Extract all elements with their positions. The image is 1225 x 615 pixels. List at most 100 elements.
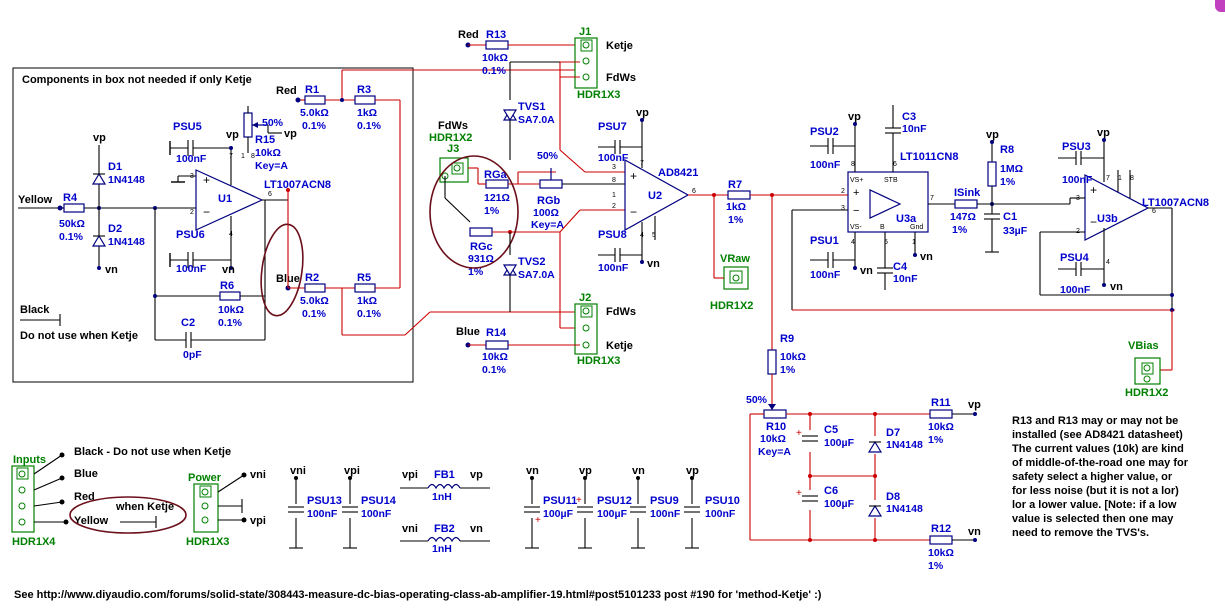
svg-text:safety select a higher value,: safety select a higher value, or xyxy=(1012,471,1173,483)
svg-text:0.1%: 0.1% xyxy=(357,120,382,132)
svg-text:J2: J2 xyxy=(579,292,591,304)
j3-ref: J3 xyxy=(447,143,459,155)
svg-text:VS-: VS- xyxy=(850,224,862,231)
svg-text:1N4148: 1N4148 xyxy=(886,439,923,451)
svg-text:10kΩ: 10kΩ xyxy=(482,52,508,64)
svg-text:TVS1: TVS1 xyxy=(518,101,546,113)
svg-text:1nH: 1nH xyxy=(432,543,452,555)
svg-text:+: + xyxy=(796,428,802,439)
svg-text:vpi: vpi xyxy=(402,469,418,481)
capacitor-psu3: PSU3 100nF xyxy=(1058,141,1104,186)
capacitor-c5: + C5 100µF xyxy=(796,424,855,452)
svg-text:vni: vni xyxy=(250,469,266,481)
resistor-isink: ISink 147Ω 1% xyxy=(950,187,981,236)
j3-part: HDR1X2 xyxy=(429,132,472,144)
svg-text:of middle-of-the-road one may: of middle-of-the-road one may for xyxy=(1012,457,1189,469)
svg-text:+: + xyxy=(535,515,541,526)
svg-text:100nF: 100nF xyxy=(598,152,629,164)
svg-text:RGc: RGc xyxy=(470,241,493,253)
capacitor-psu10: PSU10 100nF xyxy=(684,495,740,520)
svg-text:HDR1X2: HDR1X2 xyxy=(1125,387,1168,399)
svg-text:10kΩ: 10kΩ xyxy=(218,304,244,316)
svg-text:vp: vp xyxy=(986,129,999,141)
svg-text:1: 1 xyxy=(1118,175,1122,182)
svg-text:10kΩ: 10kΩ xyxy=(780,351,806,363)
box-title: Components in box not needed if only Ket… xyxy=(22,74,252,86)
rail-vp-r15: vp xyxy=(284,128,297,140)
svg-text:931Ω: 931Ω xyxy=(468,253,494,265)
svg-text:+: + xyxy=(630,169,637,183)
svg-text:5.0kΩ: 5.0kΩ xyxy=(300,107,329,119)
svg-text:3: 3 xyxy=(841,205,845,212)
tvs-diode-tvs1: TVS1 SA7.0A xyxy=(502,61,560,160)
svg-text:3: 3 xyxy=(612,164,616,171)
svg-text:R4: R4 xyxy=(63,192,78,204)
svg-text:PSU2: PSU2 xyxy=(810,126,839,138)
svg-text:2: 2 xyxy=(612,203,616,210)
svg-text:R11: R11 xyxy=(931,397,951,409)
svg-text:LT1007ACN8: LT1007ACN8 xyxy=(1142,197,1209,209)
svg-text:5: 5 xyxy=(652,232,656,239)
capacitor-psu6: PSU6 100nF xyxy=(169,229,231,275)
svg-text:10kΩ: 10kΩ xyxy=(255,147,281,159)
svg-text:−: − xyxy=(1090,215,1097,229)
svg-text:vp: vp xyxy=(470,469,483,481)
svg-text:Power: Power xyxy=(188,472,222,484)
inputs-red-label: Red xyxy=(74,491,95,503)
capacitor-psu7: PSU7 100nF xyxy=(598,121,642,164)
svg-text:RGb: RGb xyxy=(537,195,561,207)
svg-text:vn: vn xyxy=(470,523,483,535)
svg-text:The current values (10k) are k: The current values (10k) are kind xyxy=(1012,443,1184,455)
svg-text:TVS2: TVS2 xyxy=(518,256,546,268)
svg-text:FdWs: FdWs xyxy=(606,306,636,318)
svg-text:PSU7: PSU7 xyxy=(598,121,627,133)
svg-text:vn: vn xyxy=(632,465,645,477)
svg-text:vp: vp xyxy=(1097,127,1110,139)
svg-text:VRaw: VRaw xyxy=(720,253,750,265)
svg-text:lor a lower value. [Note: if a: lor a lower value. [Note: if a low xyxy=(1012,499,1177,511)
svg-text:100nF: 100nF xyxy=(650,508,681,520)
diode-d7: D7 1N4148 xyxy=(867,427,923,454)
svg-text:R6: R6 xyxy=(220,280,234,292)
svg-text:4: 4 xyxy=(851,239,855,246)
svg-text:PSU1: PSU1 xyxy=(810,235,839,247)
svg-text:STB: STB xyxy=(884,177,898,184)
svg-text:U3b: U3b xyxy=(1097,213,1118,225)
svg-text:+: + xyxy=(203,173,210,187)
svg-text:+: + xyxy=(796,488,802,499)
svg-text:vn: vn xyxy=(526,465,539,477)
svg-text:1%: 1% xyxy=(1000,176,1016,188)
resistor-r1: R1 5.0kΩ 0.1% xyxy=(298,84,329,132)
capacitor-psu14: PSU14 100nF xyxy=(342,495,397,520)
svg-text:50kΩ: 50kΩ xyxy=(59,218,85,230)
svg-text:1N4148: 1N4148 xyxy=(108,236,145,248)
svg-text:0.1%: 0.1% xyxy=(482,364,507,376)
svg-text:50%: 50% xyxy=(537,150,559,162)
j3-label: FdWs xyxy=(438,120,468,132)
svg-text:6: 6 xyxy=(268,191,272,198)
potentiometer-r15: 50% R15 10kΩ Key=A xyxy=(243,106,288,172)
svg-text:1N4148: 1N4148 xyxy=(886,503,923,515)
svg-text:100nF: 100nF xyxy=(1060,284,1091,296)
svg-text:100µF: 100µF xyxy=(597,508,628,520)
resistor-r9: R9 10kΩ 1% xyxy=(767,333,806,376)
svg-text:HDR1X2: HDR1X2 xyxy=(710,300,753,312)
svg-text:0.1%: 0.1% xyxy=(357,308,382,320)
svg-text:8: 8 xyxy=(612,177,616,184)
svg-text:R10: R10 xyxy=(766,421,786,433)
svg-text:+: + xyxy=(576,495,582,506)
resistor-r3: R3 1kΩ 0.1% xyxy=(354,84,382,132)
svg-text:121Ω: 121Ω xyxy=(484,192,510,204)
svg-text:5: 5 xyxy=(884,239,888,246)
svg-text:R3: R3 xyxy=(357,84,371,96)
svg-text:100nF: 100nF xyxy=(361,508,392,520)
optional-components-box xyxy=(12,67,414,383)
svg-text:+: + xyxy=(853,187,859,199)
svg-text:100nF: 100nF xyxy=(176,153,207,165)
svg-text:vp: vp xyxy=(848,111,861,123)
svg-text:10kΩ: 10kΩ xyxy=(928,421,954,433)
svg-text:Inputs: Inputs xyxy=(13,454,46,466)
svg-text:2: 2 xyxy=(841,188,845,195)
svg-text:100µF: 100µF xyxy=(543,508,574,520)
resistor-rgc: RGc 931Ω 1% xyxy=(468,227,494,278)
